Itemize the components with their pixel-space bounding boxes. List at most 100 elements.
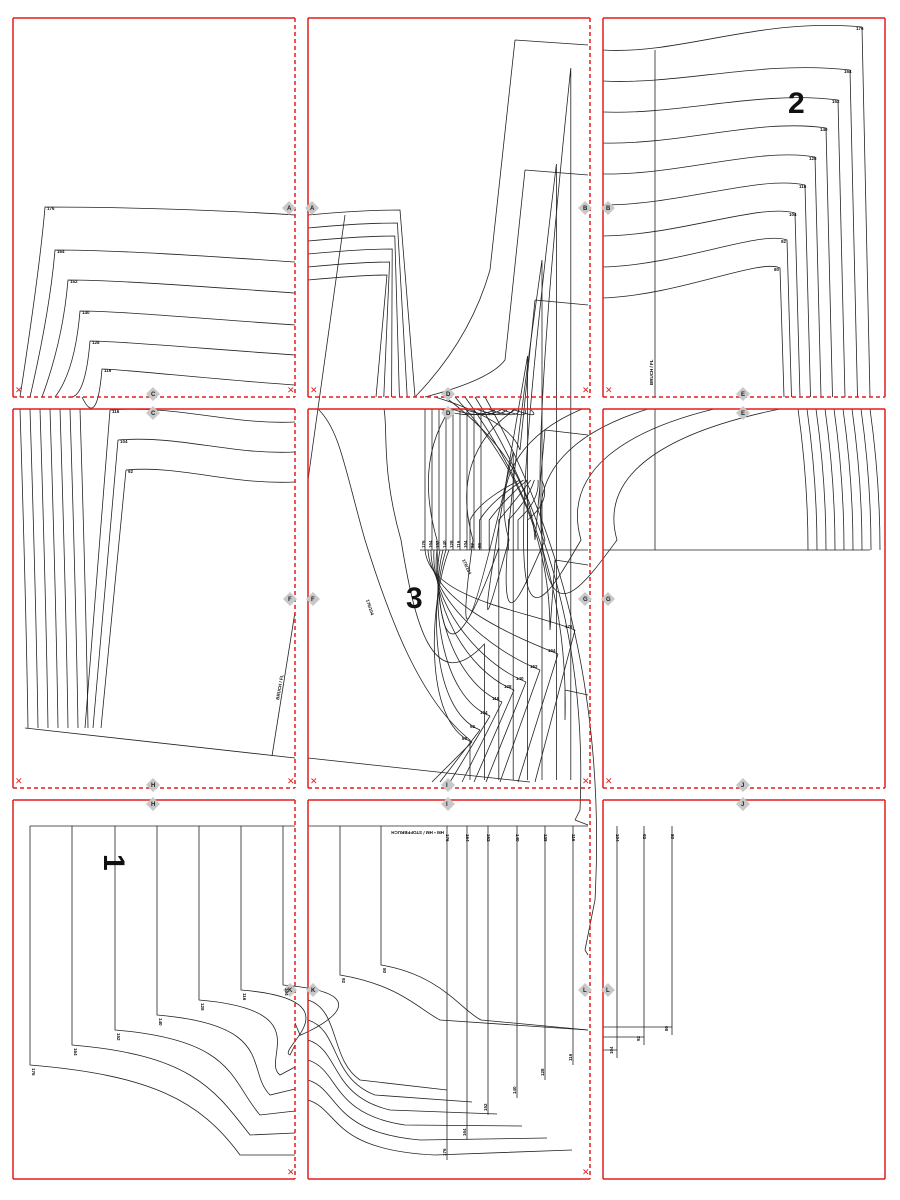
size-label: 80 <box>477 542 482 548</box>
size-label: 164 <box>465 834 470 842</box>
sleeve-line <box>307 274 388 398</box>
front-piece-line <box>29 408 39 729</box>
piece1-vline <box>603 826 618 1058</box>
size-label: 116 <box>112 409 120 414</box>
cut-mark-icon: ✕ <box>605 776 613 786</box>
size-label: 128 <box>92 340 100 345</box>
piece1-line <box>240 826 307 1056</box>
cut-mark-icon: ✕ <box>582 1167 590 1177</box>
piece3-line <box>427 549 559 783</box>
size-label: 104 <box>789 212 797 217</box>
front-piece-line <box>81 368 296 409</box>
match-marker <box>736 406 750 420</box>
piece3-line <box>435 549 515 783</box>
pattern-lines <box>19 24 881 1160</box>
size-label: 128 <box>543 834 548 842</box>
cut-mark-icon: ✕ <box>310 385 318 395</box>
size-label: 140 <box>516 676 524 681</box>
match-marker <box>146 387 160 401</box>
piece3-curve <box>498 479 532 550</box>
piece1-vline <box>603 826 645 1045</box>
piece3-curve <box>508 479 535 550</box>
match-marker <box>601 983 615 997</box>
size-label: 176 <box>445 834 450 842</box>
match-marker <box>441 778 455 792</box>
size-label: 176 <box>565 624 573 629</box>
piece3-line <box>433 549 527 783</box>
match-marker <box>306 592 320 606</box>
match-marker <box>146 797 160 811</box>
piece2-line <box>824 408 836 551</box>
size-label: 128 <box>200 1003 205 1011</box>
match-marker-label: C <box>151 392 156 398</box>
size-label: 164 <box>548 648 556 653</box>
hem-line <box>307 757 531 783</box>
cut-mark-icon: ✕ <box>310 776 318 786</box>
piece3-line <box>317 408 471 780</box>
piece3-curve <box>479 479 524 550</box>
piece3-curve <box>451 408 502 416</box>
piece2-line <box>815 408 827 551</box>
back-piece-line <box>414 39 589 398</box>
piece1-header: HM • HM / STOFFBRUCH <box>391 830 444 835</box>
piece2-line <box>602 97 846 398</box>
match-marker <box>305 201 319 215</box>
piece-number-3: 3 <box>406 582 423 615</box>
match-marker-label: D <box>446 411 451 417</box>
match-marker <box>578 201 592 215</box>
size-label: 140 <box>515 834 520 842</box>
size-label: 80 <box>670 834 675 840</box>
match-marker <box>601 201 615 215</box>
size-label: 152 <box>486 834 491 842</box>
size-label: 104 <box>284 988 289 996</box>
size-label: 104 <box>615 834 620 842</box>
piece2-line <box>860 408 872 551</box>
size-label: 92 <box>341 978 346 984</box>
size-label: 116 <box>571 834 576 842</box>
piece1-line <box>29 826 295 1156</box>
size-label: 128 <box>809 156 817 161</box>
front-piece-line <box>19 408 29 729</box>
back-piece-line <box>474 396 589 826</box>
match-marker-label: E <box>741 392 745 398</box>
match-marker-label: K <box>311 988 316 994</box>
size-label: 104 <box>120 439 128 444</box>
piece1-line <box>282 826 339 1036</box>
match-marker-label: K <box>288 988 293 994</box>
piece1-line <box>307 1039 498 1115</box>
size-label: 176 <box>421 540 426 548</box>
piece3-curve <box>499 408 527 416</box>
sleeve-line <box>307 222 408 398</box>
match-marker-label: L <box>583 988 587 994</box>
front-piece-line <box>49 408 59 729</box>
front-piece-line <box>41 279 296 398</box>
cut-mark-icon: ✕ <box>605 385 613 395</box>
size-label: 116 <box>104 368 112 373</box>
match-marker <box>283 592 297 606</box>
size-label: 80 <box>664 1025 669 1031</box>
cut-mark-icon: ✕ <box>582 776 590 786</box>
size-label: 104 <box>480 710 488 715</box>
match-marker-label: F <box>288 597 292 603</box>
back-piece-line <box>484 396 597 956</box>
size-label: 152 <box>483 1103 488 1111</box>
piece3-curve <box>469 479 521 550</box>
match-marker-label: B <box>606 206 611 212</box>
size-labels: 176 164 152 140 128 116 116 104 92 176 164 152 140 12… <box>31 26 864 1156</box>
piece3-curve <box>463 408 508 416</box>
size-label: 116 <box>242 993 247 1001</box>
piece3-line <box>431 549 473 783</box>
size-label: 152 <box>70 279 78 284</box>
match-marker-label: H <box>151 783 155 789</box>
match-marker-label: J <box>741 802 744 808</box>
size-label: 164 <box>73 1048 78 1056</box>
front-piece-line <box>67 340 296 398</box>
size-label: 176 <box>442 1148 447 1156</box>
match-marker <box>736 778 750 792</box>
piece2-line <box>797 408 809 551</box>
size-label: 92 <box>642 834 647 840</box>
size-label: 80 <box>462 736 468 741</box>
match-marker-label: D <box>446 392 451 398</box>
piece2-line <box>842 408 854 551</box>
